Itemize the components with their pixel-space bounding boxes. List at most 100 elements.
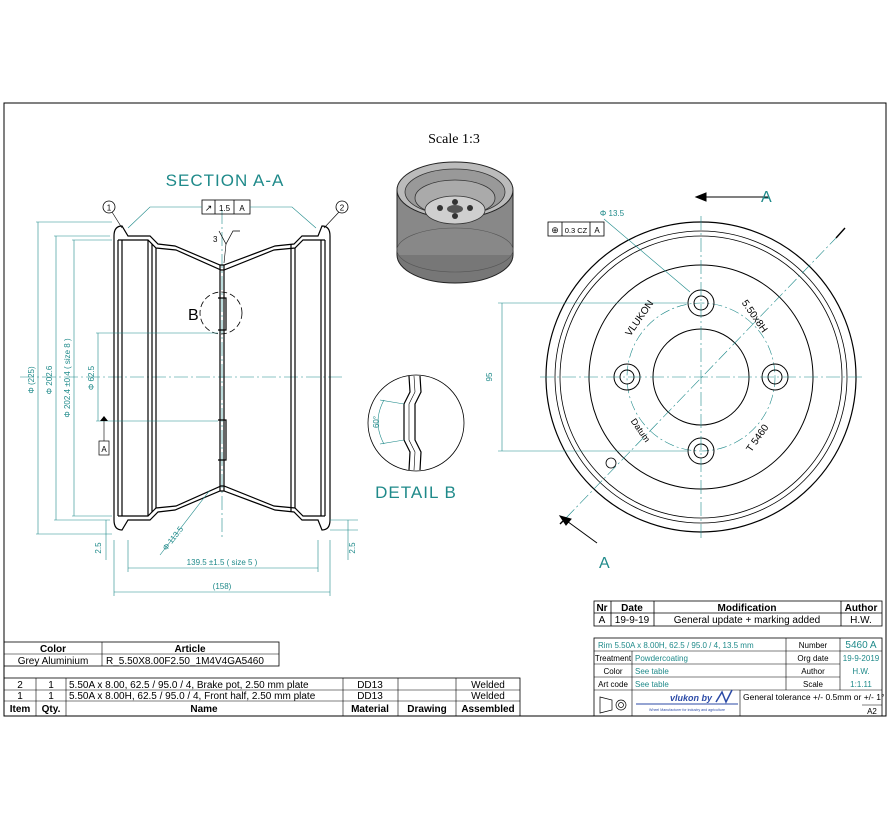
title-block: Rim 5.50A x 8.00H, 62.5 / 95.0 / 4, 13.5… [593, 637, 884, 717]
bom-row1-material: DD13 [357, 680, 383, 691]
detail-angle: 60° [372, 416, 381, 428]
bom-row2-name: 5.50A x 8.00H, 62.5 / 95.0 / 4, Front ha… [69, 691, 316, 702]
datum-label: A [101, 445, 107, 454]
detail-angle-lines [377, 399, 405, 445]
bom-row2-assembled: Welded [471, 691, 505, 702]
bom-header-drawing: Drawing [407, 704, 446, 715]
svg-text:A: A [239, 204, 245, 213]
dim-d2024: Φ 202.4 ±0.4 ( size 8 ) [63, 338, 72, 418]
dim-d225: Φ (225) [27, 366, 36, 394]
tb-author-label: Author [801, 667, 825, 676]
bom-row1-qty: 1 [48, 680, 54, 691]
svg-text:Wheel Manufacturer for industr: Wheel Manufacturer for industry and agri… [649, 708, 725, 712]
tb-treatment-label: Treatment [595, 654, 632, 663]
balloon-2-label: 2 [340, 204, 345, 213]
svg-text:3: 3 [213, 235, 218, 244]
detail-b-circle [367, 374, 465, 472]
section-arrow-top: A [761, 189, 772, 206]
position-frame: ⊕ 0.3 CZ A [547, 221, 605, 237]
tb-scale-value: 1:1.11 [850, 680, 872, 689]
bom-header-qty: Qty. [42, 704, 61, 715]
balloon-1-label: 1 [107, 204, 112, 213]
rim-profile [113, 225, 331, 531]
bom-header-item: Item [10, 704, 31, 715]
tb-color-label: Color [603, 667, 622, 676]
tb-artcode-value: See table [635, 680, 669, 689]
svg-text:0.3 CZ: 0.3 CZ [565, 226, 588, 235]
rev-header-date: Date [621, 603, 643, 614]
stamp-number: T 5460 [745, 422, 772, 454]
stamp-brand: VLUKON [624, 299, 657, 339]
tb-treatment-value: Powdercoating [635, 654, 688, 663]
bom-row1-name: 5.50A x 8.00, 62.5 / 95.0 / 4, Brake pot… [69, 680, 309, 691]
section-arrow-bottom: A [599, 555, 610, 572]
tb-orgdate-label: Org date [797, 654, 829, 663]
front-centerlines [498, 216, 862, 540]
svg-text:vlukon by: vlukon by [670, 693, 713, 703]
dim-d2026: Φ 202.6 [45, 365, 54, 394]
runout-frame: ↗ 1.5 A [127, 199, 317, 229]
dim-d135: Φ 13.5 [600, 209, 625, 218]
rev-row-date: 19-9-19 [615, 615, 650, 626]
rev-row-mod: General update + marking added [674, 615, 821, 626]
revision-table: Nr Date Modification Author A 19-9-19 Ge… [593, 600, 883, 627]
dim-w158: (158) [213, 582, 232, 591]
bom-row2-material: DD13 [357, 691, 383, 702]
color-value: Grey Aluminium [18, 656, 89, 667]
rev-row-author: H.W. [850, 615, 872, 626]
rev-header-author: Author [845, 603, 878, 614]
svg-text:↗: ↗ [205, 203, 213, 213]
svg-text:⊕: ⊕ [551, 225, 559, 235]
tb-tolerance: General tolerance +/- 0.5mm or +/- 1° [743, 692, 884, 702]
bom-header-assembled: Assembled [461, 704, 514, 715]
bom-header-name: Name [190, 704, 218, 715]
bom-row2-qty: 1 [48, 691, 54, 702]
rev-header-nr: Nr [596, 603, 607, 614]
tb-scale-label: Scale [803, 680, 824, 689]
stamp-datum: Datum [629, 417, 652, 444]
dim-d625: Φ 62.5 [87, 365, 96, 390]
iso-view [396, 161, 514, 284]
scale-note: Scale 1:3 [428, 132, 480, 147]
tb-sheet-size: A2 [867, 707, 877, 716]
detail-b-profile [403, 375, 422, 471]
svg-text:1.5: 1.5 [219, 204, 231, 213]
bom-row2-item: 1 [17, 691, 23, 702]
color-header: Color [40, 644, 66, 655]
tb-number-label: Number [799, 641, 828, 650]
vlukon-logo: vlukon by Wheel Manufacturer for industr… [636, 689, 738, 712]
dim-h25b: 2.5 [348, 542, 357, 554]
color-table: Color Article Grey Aluminium R_5.50X8.00… [3, 641, 280, 667]
surface-mark: 3 [213, 230, 240, 264]
projection-symbol-icon [599, 696, 627, 714]
detail-title: DETAIL B [375, 483, 457, 502]
rev-row-nr: A [599, 615, 606, 626]
tb-number-value: 5460 A [845, 640, 876, 651]
section-title: SECTION A-A [166, 171, 285, 190]
dim-h25a: 2.5 [94, 542, 103, 554]
article-header: Article [174, 644, 206, 655]
section-cut-line [558, 192, 846, 544]
balloon-2 [335, 200, 349, 214]
tb-author-value: H.W. [852, 667, 869, 676]
dim-pcd95: 95 [485, 372, 494, 381]
bom-table: 2 1 5.50A x 8.00, 62.5 / 95.0 / 4, Brake… [3, 677, 521, 717]
svg-text:A: A [594, 226, 600, 235]
detail-b-letter: B [188, 307, 199, 324]
dim-w1395: 139.5 ±1.5 ( size 5 ) [187, 558, 258, 567]
tb-orgdate-value: 19-9-2019 [843, 654, 880, 663]
bom-row1-assembled: Welded [471, 680, 505, 691]
tb-artcode-label: Art code [598, 680, 628, 689]
tb-description: Rim 5.50A x 8.00H, 62.5 / 95.0 / 4, 13.5… [598, 641, 754, 650]
stamp-size: 5.50x8H [739, 298, 769, 335]
bom-header-material: Material [351, 704, 389, 715]
balloon-1 [102, 200, 116, 214]
dim-d1135: Φ 113.5 [161, 524, 186, 552]
bom-row1-item: 2 [17, 680, 23, 691]
section-dim-lines [36, 221, 358, 596]
tb-color-value: See table [635, 667, 669, 676]
detail-b-marker [199, 291, 243, 335]
article-value: R_5.50X8.00F2.50_1M4V4GA5460 [106, 656, 264, 667]
rev-header-mod: Modification [718, 603, 777, 614]
